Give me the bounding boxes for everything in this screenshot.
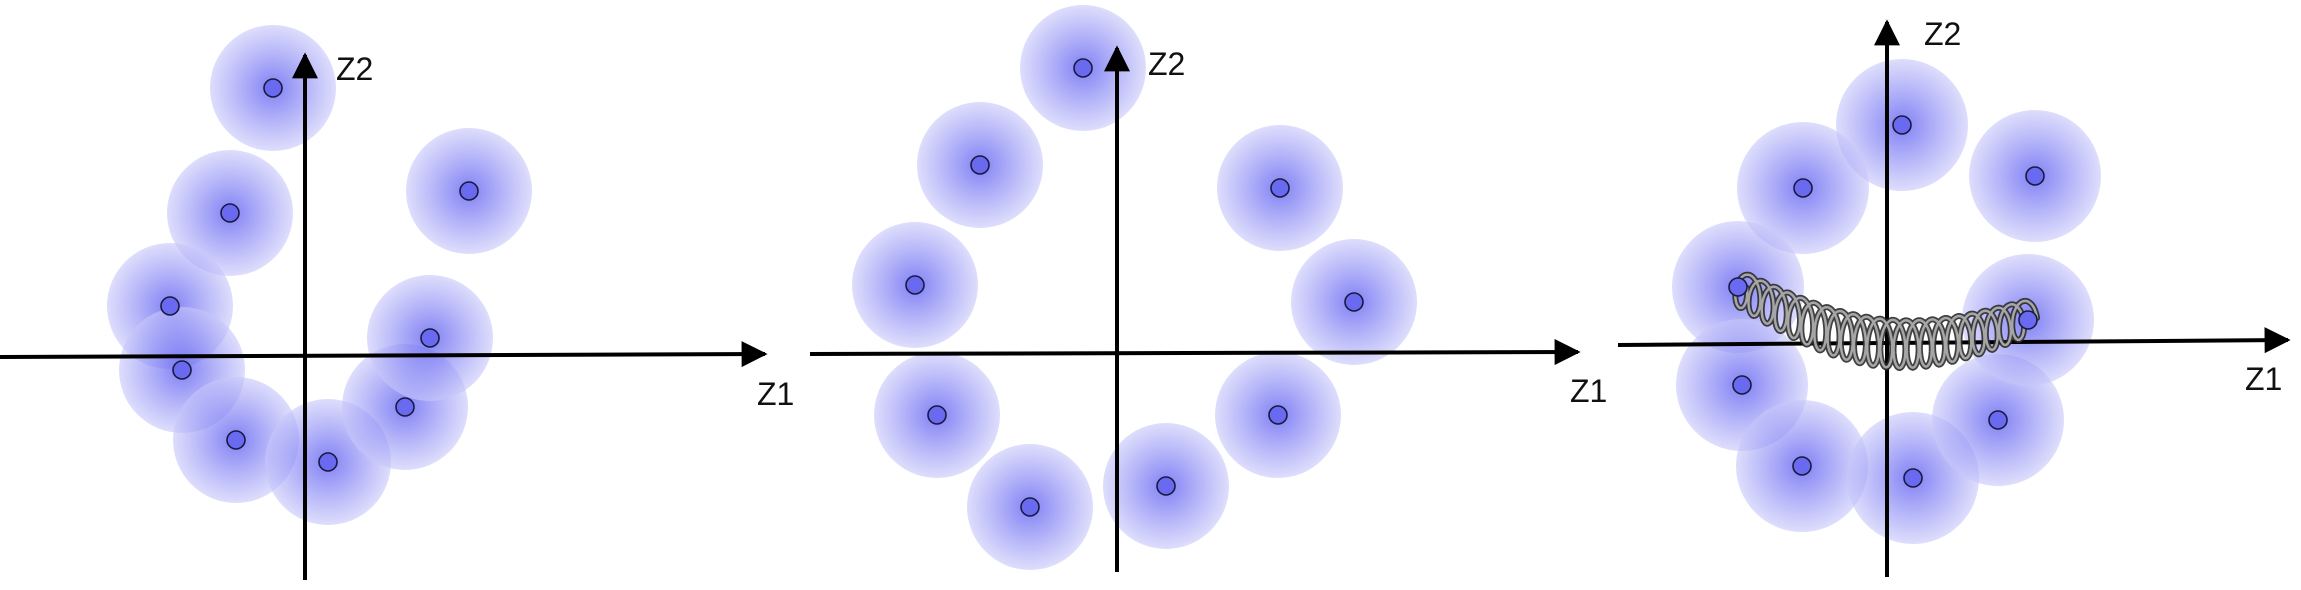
- panel-middle: Z1 Z2: [809, 5, 1607, 572]
- latent-point: [2018, 310, 2038, 330]
- latent-point: [1728, 277, 1748, 297]
- latent-point: [1732, 375, 1752, 395]
- latent-point: [1988, 410, 2008, 430]
- y-axis-label: Z2: [1148, 46, 1185, 82]
- x-axis-arrow: [1617, 327, 2291, 354]
- latent-blobs: [852, 5, 1417, 570]
- latent-point: [220, 203, 240, 223]
- latent-points: [905, 58, 1364, 517]
- spring-coil: [1732, 271, 2040, 372]
- latent-point: [2025, 166, 2045, 186]
- latent-point: [1156, 476, 1176, 496]
- x-axis-label: Z1: [2245, 361, 2282, 397]
- latent-point: [1892, 115, 1912, 135]
- latent-point: [1268, 405, 1288, 425]
- latent-point: [263, 78, 283, 98]
- latent-point: [459, 181, 479, 201]
- x-axis-label: Z1: [1570, 373, 1607, 409]
- latent-point: [1073, 58, 1093, 78]
- latent-point: [927, 405, 947, 425]
- latent-point: [1270, 178, 1290, 198]
- latent-point: [395, 397, 415, 417]
- x-axis-arrow: [809, 339, 1581, 366]
- latent-point: [160, 296, 180, 316]
- y-axis-label: Z2: [1924, 16, 1961, 52]
- latent-point: [318, 452, 338, 472]
- latent-point: [420, 328, 440, 348]
- latent-point: [1344, 292, 1364, 312]
- latent-point: [1020, 497, 1040, 517]
- latent-points: [1728, 115, 2045, 488]
- latent-point: [1793, 178, 1813, 198]
- latent-points: [160, 78, 479, 472]
- y-axis-label: Z2: [336, 51, 373, 87]
- latent-point: [970, 155, 990, 175]
- latent-point: [172, 360, 192, 380]
- x-axis-label: Z1: [757, 376, 794, 412]
- panel-left: Z1 Z2: [0, 25, 794, 580]
- latent-point: [905, 275, 925, 295]
- latent-blobs: [107, 25, 532, 525]
- panel-right: Z1 Z2: [1617, 16, 2291, 577]
- latent-point: [1903, 468, 1923, 488]
- x-axis-arrow: [0, 341, 768, 368]
- latent-point: [226, 430, 246, 450]
- latent-point: [1792, 456, 1812, 476]
